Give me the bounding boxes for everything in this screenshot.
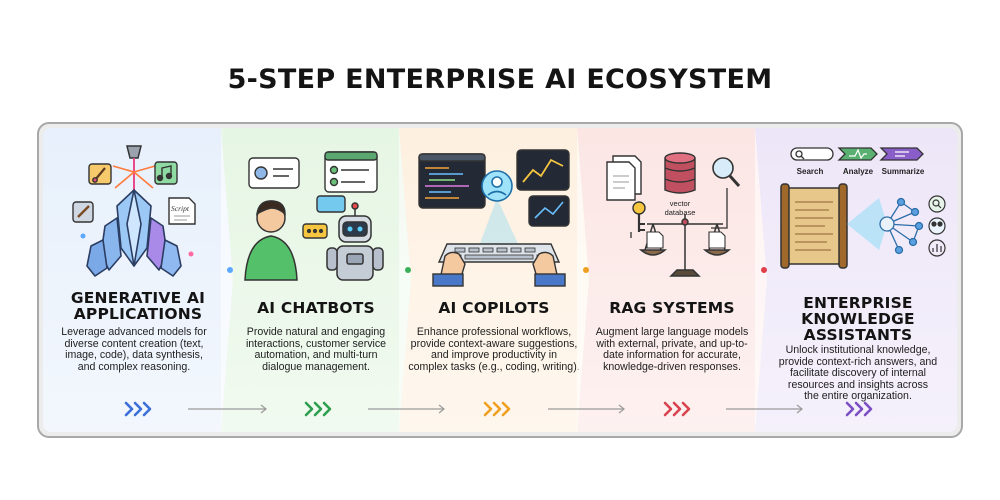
- key-icon: [632, 201, 646, 232]
- robot-icon: [326, 202, 384, 281]
- chat-illustration-icon: [244, 151, 384, 281]
- small-chart-window-icon: [528, 195, 570, 227]
- step-title: GENERATIVE AI APPLICATIONS: [70, 289, 206, 323]
- people-bubble-icon: [928, 217, 946, 235]
- crystal-icon: Script: [72, 145, 196, 277]
- brush-icon: [72, 201, 94, 223]
- hands-icon: [432, 251, 566, 287]
- line-chart-window-icon: [516, 149, 570, 191]
- vector-database-icon: [664, 152, 696, 194]
- step-description: Enhance professional workflows, provide …: [408, 326, 580, 373]
- rag-illustration-icon: vector database: [606, 152, 741, 277]
- step-description: Unlock institutional knowledge, provide …: [778, 344, 938, 403]
- vector-label: vector: [670, 199, 691, 208]
- step-title: ENTERPRISE KNOWLEDGE ASSISTANTS: [801, 294, 915, 344]
- ai-avatar-icon: [481, 170, 513, 202]
- step-ai-copilots: AI COPILOTS Enhance professional workflo…: [399, 128, 589, 432]
- step-ai-chatbots: AI CHATBOTS Provide natural and engaging…: [221, 128, 411, 432]
- knowledge-illustration-icon: Search Analyze Summarize: [780, 147, 946, 269]
- analyze-chevron-icon: [837, 147, 878, 161]
- step-enterprise-knowledge-assistants: Search Analyze Summarize: [755, 128, 957, 432]
- step-title: AI CHATBOTS: [257, 299, 375, 317]
- documents-icon: [606, 155, 642, 201]
- search-bar-icon: [790, 147, 834, 161]
- pipeline-label-summarize: Summarize: [882, 167, 925, 176]
- step-description: Leverage advanced models for diverse con…: [61, 326, 207, 373]
- script-document-icon: [168, 197, 196, 225]
- chat-window-icon: [324, 151, 378, 193]
- magnifier-icon: [712, 157, 741, 188]
- speech-bubble-icon: [302, 195, 346, 239]
- pipeline-label-search: Search: [797, 167, 824, 176]
- music-note-icon: [154, 161, 178, 185]
- step-generative-ai: Script GENERATIVE AI APPLICATIONS Levera…: [43, 128, 233, 432]
- search-bubble-icon: [928, 195, 946, 213]
- step-title: AI COPILOTS: [438, 299, 550, 317]
- step-description: Provide natural and engaging interaction…: [245, 326, 387, 373]
- person-icon: [244, 200, 298, 281]
- step-description: Augment large language models with exter…: [595, 326, 749, 373]
- page-title: 5-STEP ENTERPRISE AI ECOSYSTEM: [227, 64, 773, 95]
- balance-scale-icon: [638, 214, 732, 277]
- profile-card-icon: [248, 157, 300, 189]
- step-rag-systems: vector database: [577, 128, 767, 432]
- summarize-chevron-icon: [879, 147, 924, 161]
- script-label: Script: [171, 204, 190, 213]
- code-editor-icon: [418, 153, 486, 209]
- ancient-scroll-icon: [780, 183, 848, 269]
- paintbrush-icon: [88, 163, 112, 185]
- network-icon: [879, 197, 924, 255]
- database-label: database: [665, 208, 696, 217]
- step-title: RAG SYSTEMS: [609, 299, 735, 317]
- pipeline-label-analyze: Analyze: [843, 167, 874, 176]
- step-background: [577, 128, 767, 432]
- copilot-illustration-icon: [418, 149, 570, 287]
- steps-container: Script GENERATIVE AI APPLICATIONS Levera…: [43, 128, 957, 432]
